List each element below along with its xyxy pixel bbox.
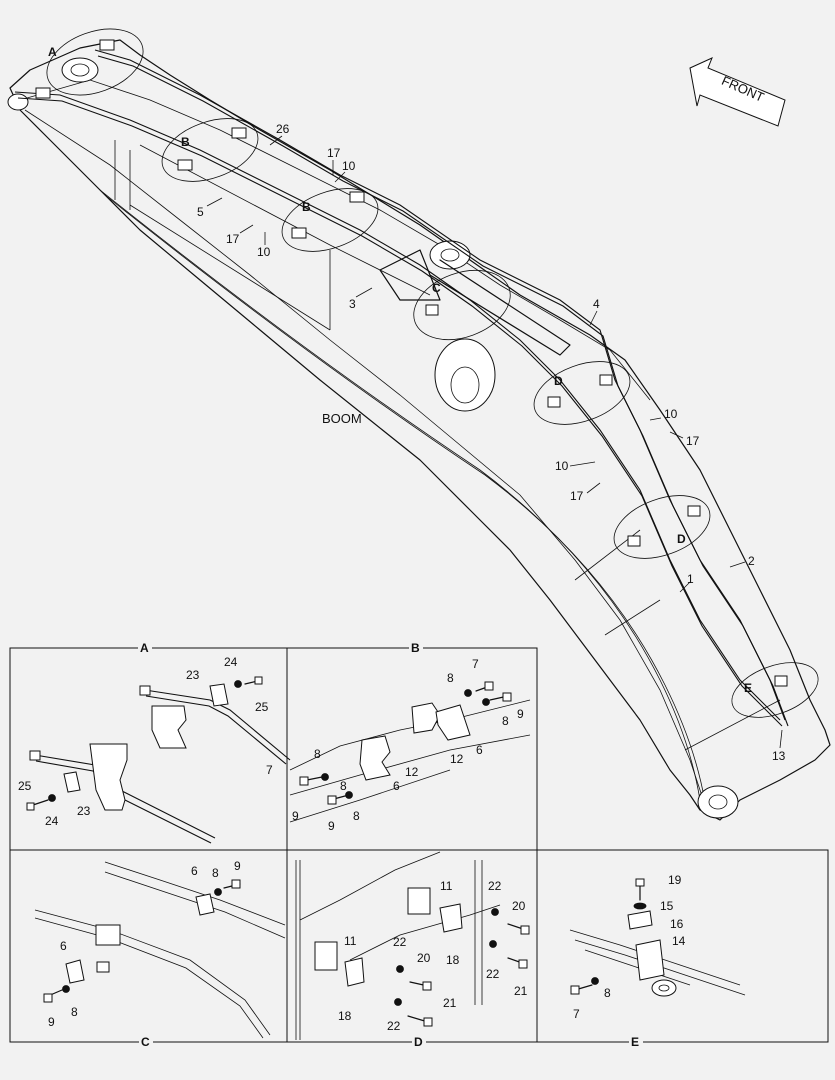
- part-number-label: 7: [573, 1007, 580, 1021]
- part-5: 5: [197, 205, 204, 219]
- part-number-label: 11: [344, 934, 357, 948]
- part-number-label: 21: [443, 996, 457, 1010]
- part-2: 2: [748, 554, 755, 568]
- panel-c-drawing: [34, 861, 286, 1039]
- part-number-label: 22: [488, 879, 502, 893]
- panel-a-title: A: [140, 641, 149, 655]
- main-callouts: A B B C D D E 26 17 10 5 17 10 3 4 10 17…: [48, 45, 786, 763]
- panel-c-labels: 6 8 9 6 9 8: [48, 859, 241, 1029]
- part-number-label: 8: [604, 986, 611, 1000]
- panel-d-labels: 11 22 20 18 22 21 11 22 20 18 22 21: [338, 879, 528, 1033]
- part-number-label: 24: [45, 814, 59, 828]
- part-number-label: 25: [255, 700, 269, 714]
- part-number-label: 9: [48, 1015, 55, 1029]
- part-10b: 10: [257, 245, 271, 259]
- part-number-label: 22: [393, 935, 407, 949]
- part-3: 3: [349, 297, 356, 311]
- part-number-label: 8: [502, 714, 509, 728]
- part-number-label: 23: [77, 804, 91, 818]
- boom-label: BOOM: [322, 411, 362, 426]
- callout-d1: D: [554, 374, 563, 388]
- part-number-label: 8: [340, 779, 347, 793]
- part-10d: 10: [555, 459, 569, 473]
- panel-b-labels: 7 8 9 8 6 12 8 7 8 6 12 9 8 9: [266, 657, 524, 833]
- part-26: 26: [276, 122, 290, 136]
- part-number-label: 25: [18, 779, 32, 793]
- part-number-label: 9: [328, 819, 335, 833]
- panel-d-drawing: [295, 851, 530, 1040]
- part-number-label: 22: [387, 1019, 401, 1033]
- part-17a: 17: [327, 146, 341, 160]
- callout-b1: B: [181, 135, 190, 149]
- part-number-label: 9: [517, 707, 524, 721]
- panel-titles: A B C D E: [138, 641, 643, 1049]
- part-number-label: 8: [447, 671, 454, 685]
- part-number-label: 18: [446, 953, 460, 967]
- part-4: 4: [593, 297, 600, 311]
- part-number-label: 20: [417, 951, 431, 965]
- part-number-label: 8: [71, 1005, 78, 1019]
- part-13: 13: [772, 749, 786, 763]
- panel-e-drawing: [569, 878, 746, 997]
- part-number-label: 8: [353, 809, 360, 823]
- part-number-label: 7: [266, 763, 273, 777]
- callout-d2: D: [677, 532, 686, 546]
- part-number-label: 12: [450, 752, 464, 766]
- leader-lines: [206, 135, 783, 749]
- panel-b-drawing: [289, 681, 531, 823]
- boom-drawing: [7, 28, 831, 821]
- part-number-label: 11: [440, 879, 453, 893]
- part-number-label: 6: [393, 779, 400, 793]
- panel-a-labels: 23 24 25 25 24 23: [18, 655, 269, 828]
- part-number-label: 9: [234, 859, 241, 873]
- callout-b2: B: [302, 200, 311, 214]
- part-number-label: 8: [314, 747, 321, 761]
- part-number-label: 21: [514, 984, 528, 998]
- panel-c-title: C: [141, 1035, 150, 1049]
- callout-c: C: [432, 281, 441, 295]
- part-number-label: 12: [405, 765, 419, 779]
- part-number-label: 15: [660, 899, 674, 913]
- part-number-label: 7: [472, 657, 479, 671]
- callout-e: E: [744, 681, 752, 695]
- callout-a: A: [48, 45, 57, 59]
- panel-e-labels: 19 15 16 14 7 8: [573, 873, 686, 1021]
- part-number-label: 22: [486, 967, 500, 981]
- panel-b-title: B: [411, 641, 420, 655]
- front-arrow-icon: [689, 57, 786, 127]
- part-number-label: 24: [224, 655, 238, 669]
- part-number-label: 6: [476, 743, 483, 757]
- part-number-label: 19: [668, 873, 682, 887]
- part-10c: 10: [664, 407, 678, 421]
- panel-e-title: E: [631, 1035, 639, 1049]
- part-17c: 17: [686, 434, 700, 448]
- part-number-label: 16: [670, 917, 684, 931]
- part-10a: 10: [342, 159, 356, 173]
- part-number-label: 23: [186, 668, 200, 682]
- part-1: 1: [687, 572, 694, 586]
- part-number-label: 6: [191, 864, 198, 878]
- part-17b: 17: [226, 232, 240, 246]
- part-17d: 17: [570, 489, 584, 503]
- panel-a-drawing: [26, 676, 291, 844]
- part-number-label: 8: [212, 866, 219, 880]
- part-number-label: 9: [292, 809, 299, 823]
- part-number-label: 14: [672, 934, 686, 948]
- part-number-label: 20: [512, 899, 526, 913]
- panel-d-title: D: [414, 1035, 423, 1049]
- part-number-label: 18: [338, 1009, 352, 1023]
- part-number-label: 6: [60, 939, 67, 953]
